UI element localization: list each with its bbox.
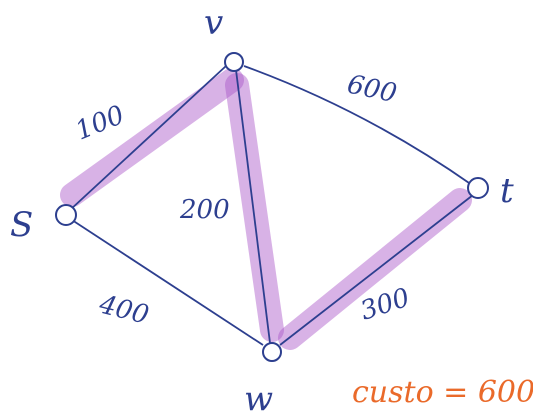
node-label-v: v bbox=[204, 3, 223, 43]
node-label-s: S bbox=[10, 205, 33, 245]
edge-sv bbox=[69, 65, 227, 211]
edge-weight-vw: 200 bbox=[179, 195, 230, 225]
node-label-t: t bbox=[500, 171, 514, 211]
node-s bbox=[55, 204, 77, 226]
cost-note: custo = 600 bbox=[352, 375, 533, 410]
node-v bbox=[224, 52, 244, 72]
edge-sw bbox=[71, 219, 264, 346]
edge-vw bbox=[235, 69, 271, 344]
edges bbox=[69, 65, 474, 346]
node-w bbox=[262, 342, 282, 362]
edge-weight-sv: 100 bbox=[71, 100, 128, 146]
edge-vt bbox=[243, 65, 473, 186]
edge-weight-sw: 400 bbox=[95, 289, 151, 330]
node-t bbox=[467, 177, 489, 199]
highlight-edge-sv bbox=[60, 68, 244, 207]
edge-wt bbox=[279, 194, 474, 346]
nodes bbox=[55, 52, 489, 362]
node-label-w: w bbox=[244, 379, 273, 419]
edge-weight-vt: 600 bbox=[345, 70, 400, 110]
